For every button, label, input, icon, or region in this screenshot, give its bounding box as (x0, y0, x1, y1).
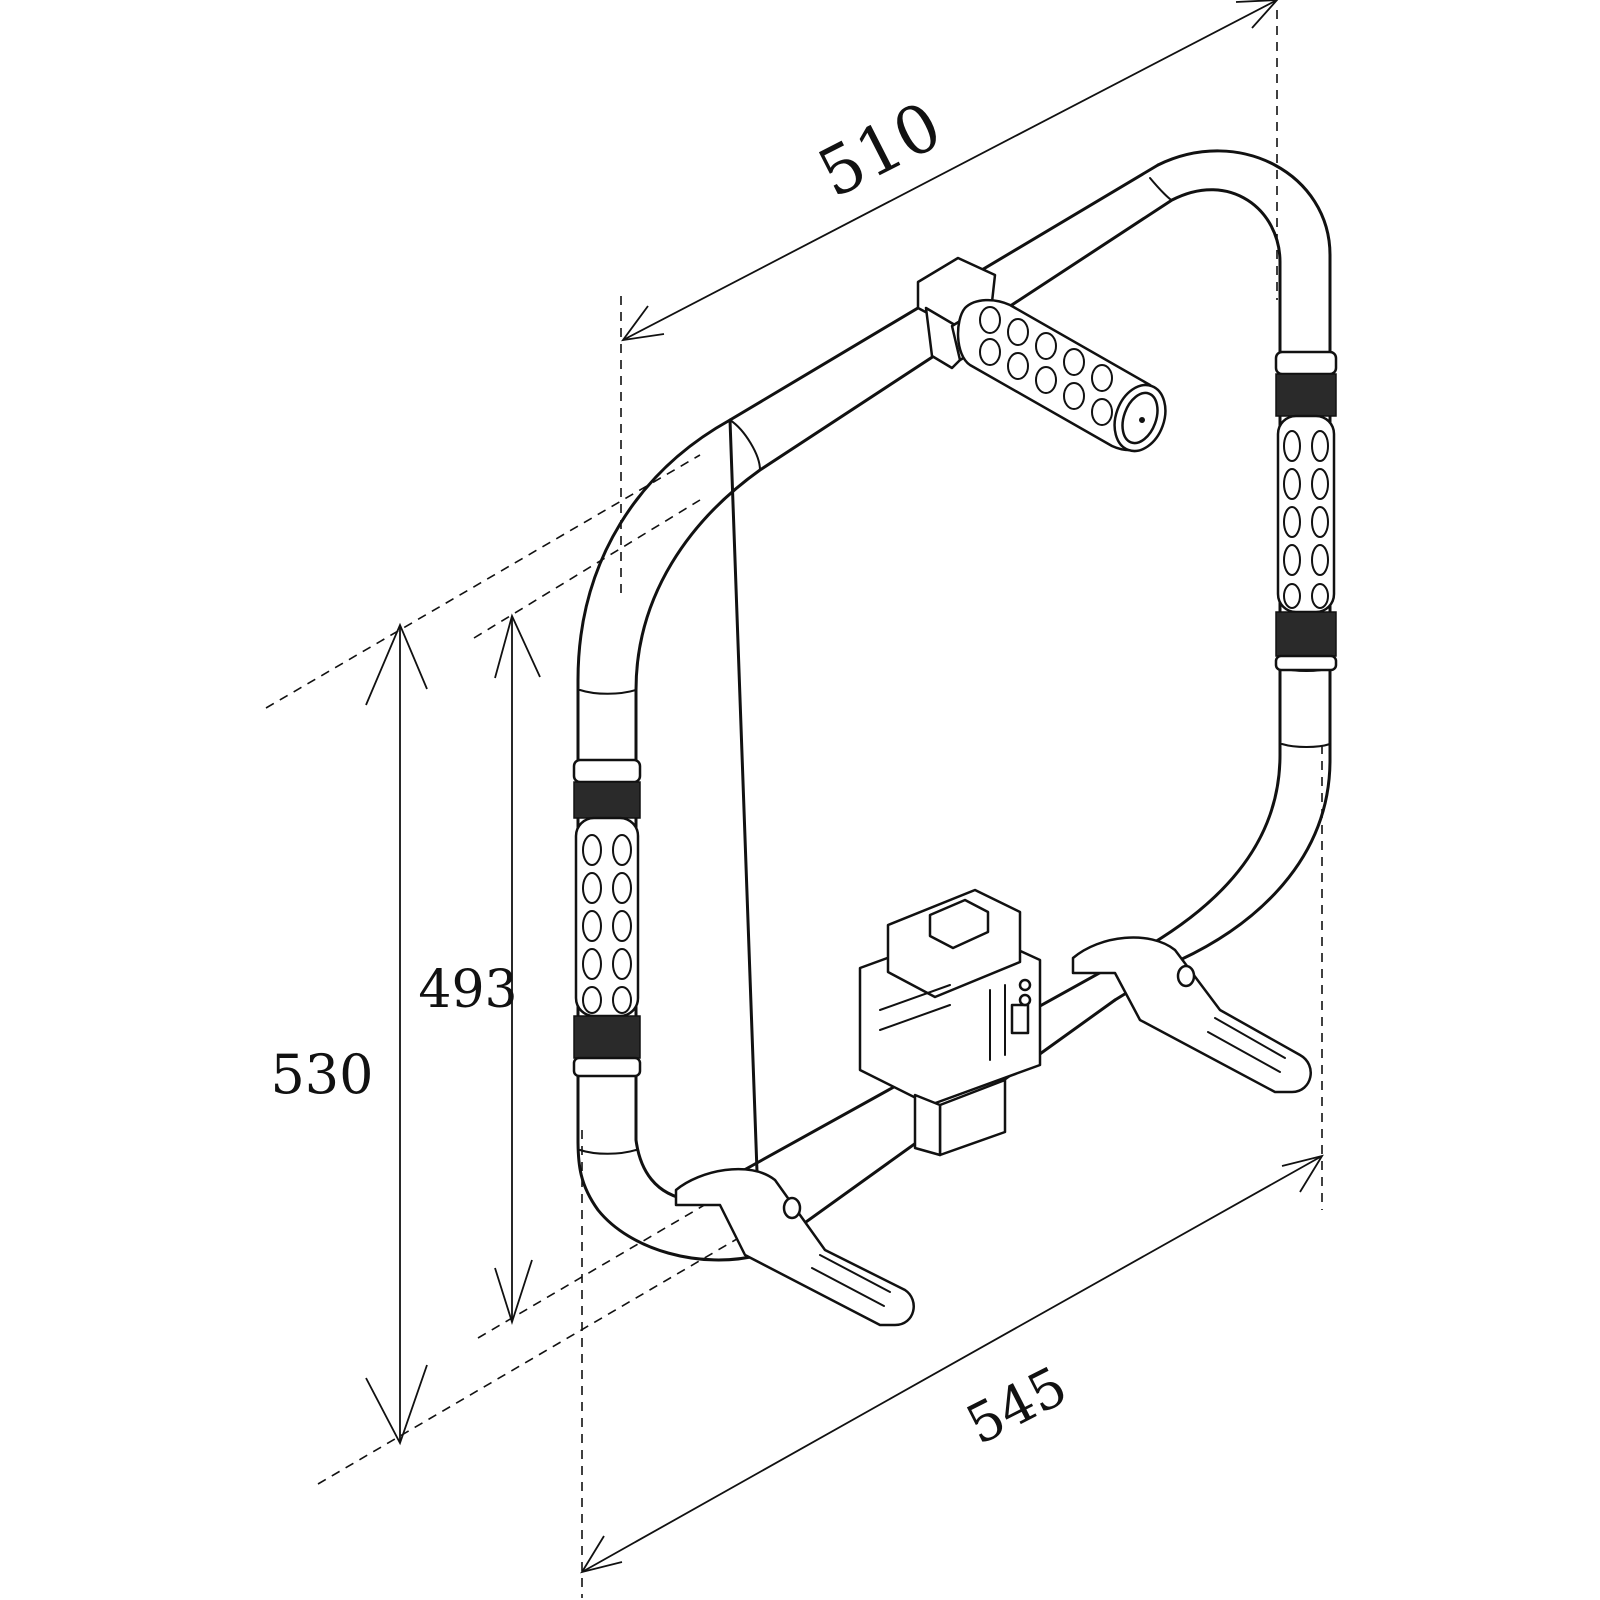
top-handle (916, 256, 1167, 453)
arrowhead-545-right (1281, 1154, 1324, 1193)
dim-label-493: 493 (418, 960, 517, 1020)
arrowhead-530-top (365, 622, 428, 706)
extension-lines (265, 10, 1323, 1598)
dim-label-530: 530 (270, 1043, 373, 1106)
dim-label-545: 545 (956, 1354, 1076, 1457)
left-foot (674, 1167, 915, 1327)
arrowhead-493-bottom (494, 1259, 533, 1325)
dim-line-545 (581, 1155, 1323, 1573)
ring-inner-contour (634, 188, 1282, 1202)
center-mount (858, 888, 1042, 1157)
arrowhead-510-left (620, 305, 665, 342)
left-side-grip (572, 758, 642, 1078)
right-grip-dimples (1283, 430, 1329, 609)
dim-label-510: 510 (806, 87, 953, 213)
ring-outer-contour (576, 149, 1332, 1262)
top-handle-dimples (979, 306, 1113, 426)
left-grip-dimples (582, 834, 632, 1014)
right-side-grip (1274, 350, 1338, 672)
right-foot (1071, 936, 1312, 1094)
dimension-lines (365, 0, 1324, 1574)
arrowhead-493-top (494, 613, 541, 679)
arrowhead-545-left (580, 1535, 623, 1574)
arrowhead-530-bottom (365, 1364, 428, 1446)
arrowhead-510-right (1235, 0, 1279, 29)
dim-line-510 (622, 0, 1278, 341)
